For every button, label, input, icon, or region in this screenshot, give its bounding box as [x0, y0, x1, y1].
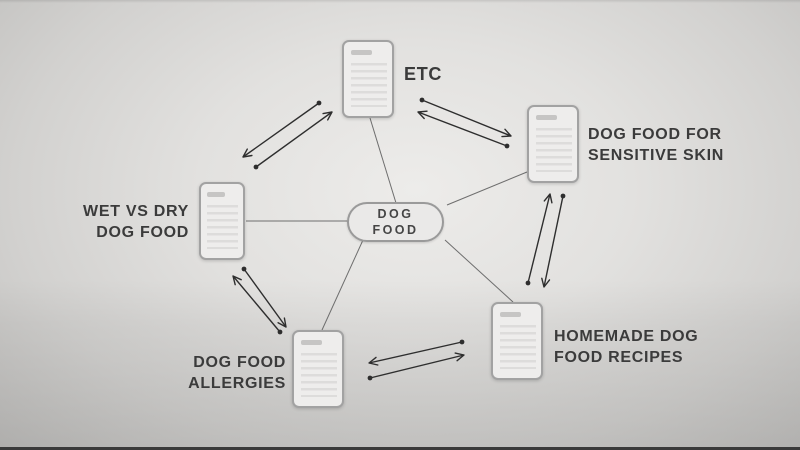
document-icon-wet-vs-dry[interactable]	[199, 182, 245, 260]
node-label-homemade-recipes: HOMEMADE DOG FOOD RECIPES	[554, 328, 699, 366]
node-label-etc: ETC	[404, 64, 443, 84]
center-node-label: DOG FOOD	[372, 206, 419, 237]
document-icon-homemade-recipes[interactable]	[491, 302, 543, 380]
node-label-wet-vs-dry: WET VS DRY DOG FOOD	[83, 203, 189, 241]
document-icon-etc[interactable]	[342, 40, 394, 118]
document-icon-sensitive-skin[interactable]	[527, 105, 579, 183]
document-icon-allergies[interactable]	[292, 330, 344, 408]
center-node-dog-food[interactable]: DOG FOOD	[347, 202, 444, 242]
node-label-allergies: DOG FOOD ALLERGIES	[188, 354, 286, 392]
node-label-sensitive-skin: DOG FOOD FOR SENSITIVE SKIN	[588, 126, 725, 164]
